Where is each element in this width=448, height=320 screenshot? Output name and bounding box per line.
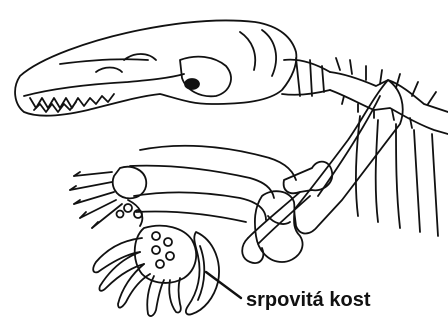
rib-cage xyxy=(356,116,438,236)
forearm xyxy=(130,146,296,222)
scapula xyxy=(294,80,403,234)
sickle-bone xyxy=(186,232,219,315)
hand-lower xyxy=(93,226,196,316)
skull xyxy=(15,20,296,115)
bone-label: srpovitá kost xyxy=(246,290,370,310)
hand-upper xyxy=(70,167,146,228)
elbow xyxy=(255,191,303,262)
